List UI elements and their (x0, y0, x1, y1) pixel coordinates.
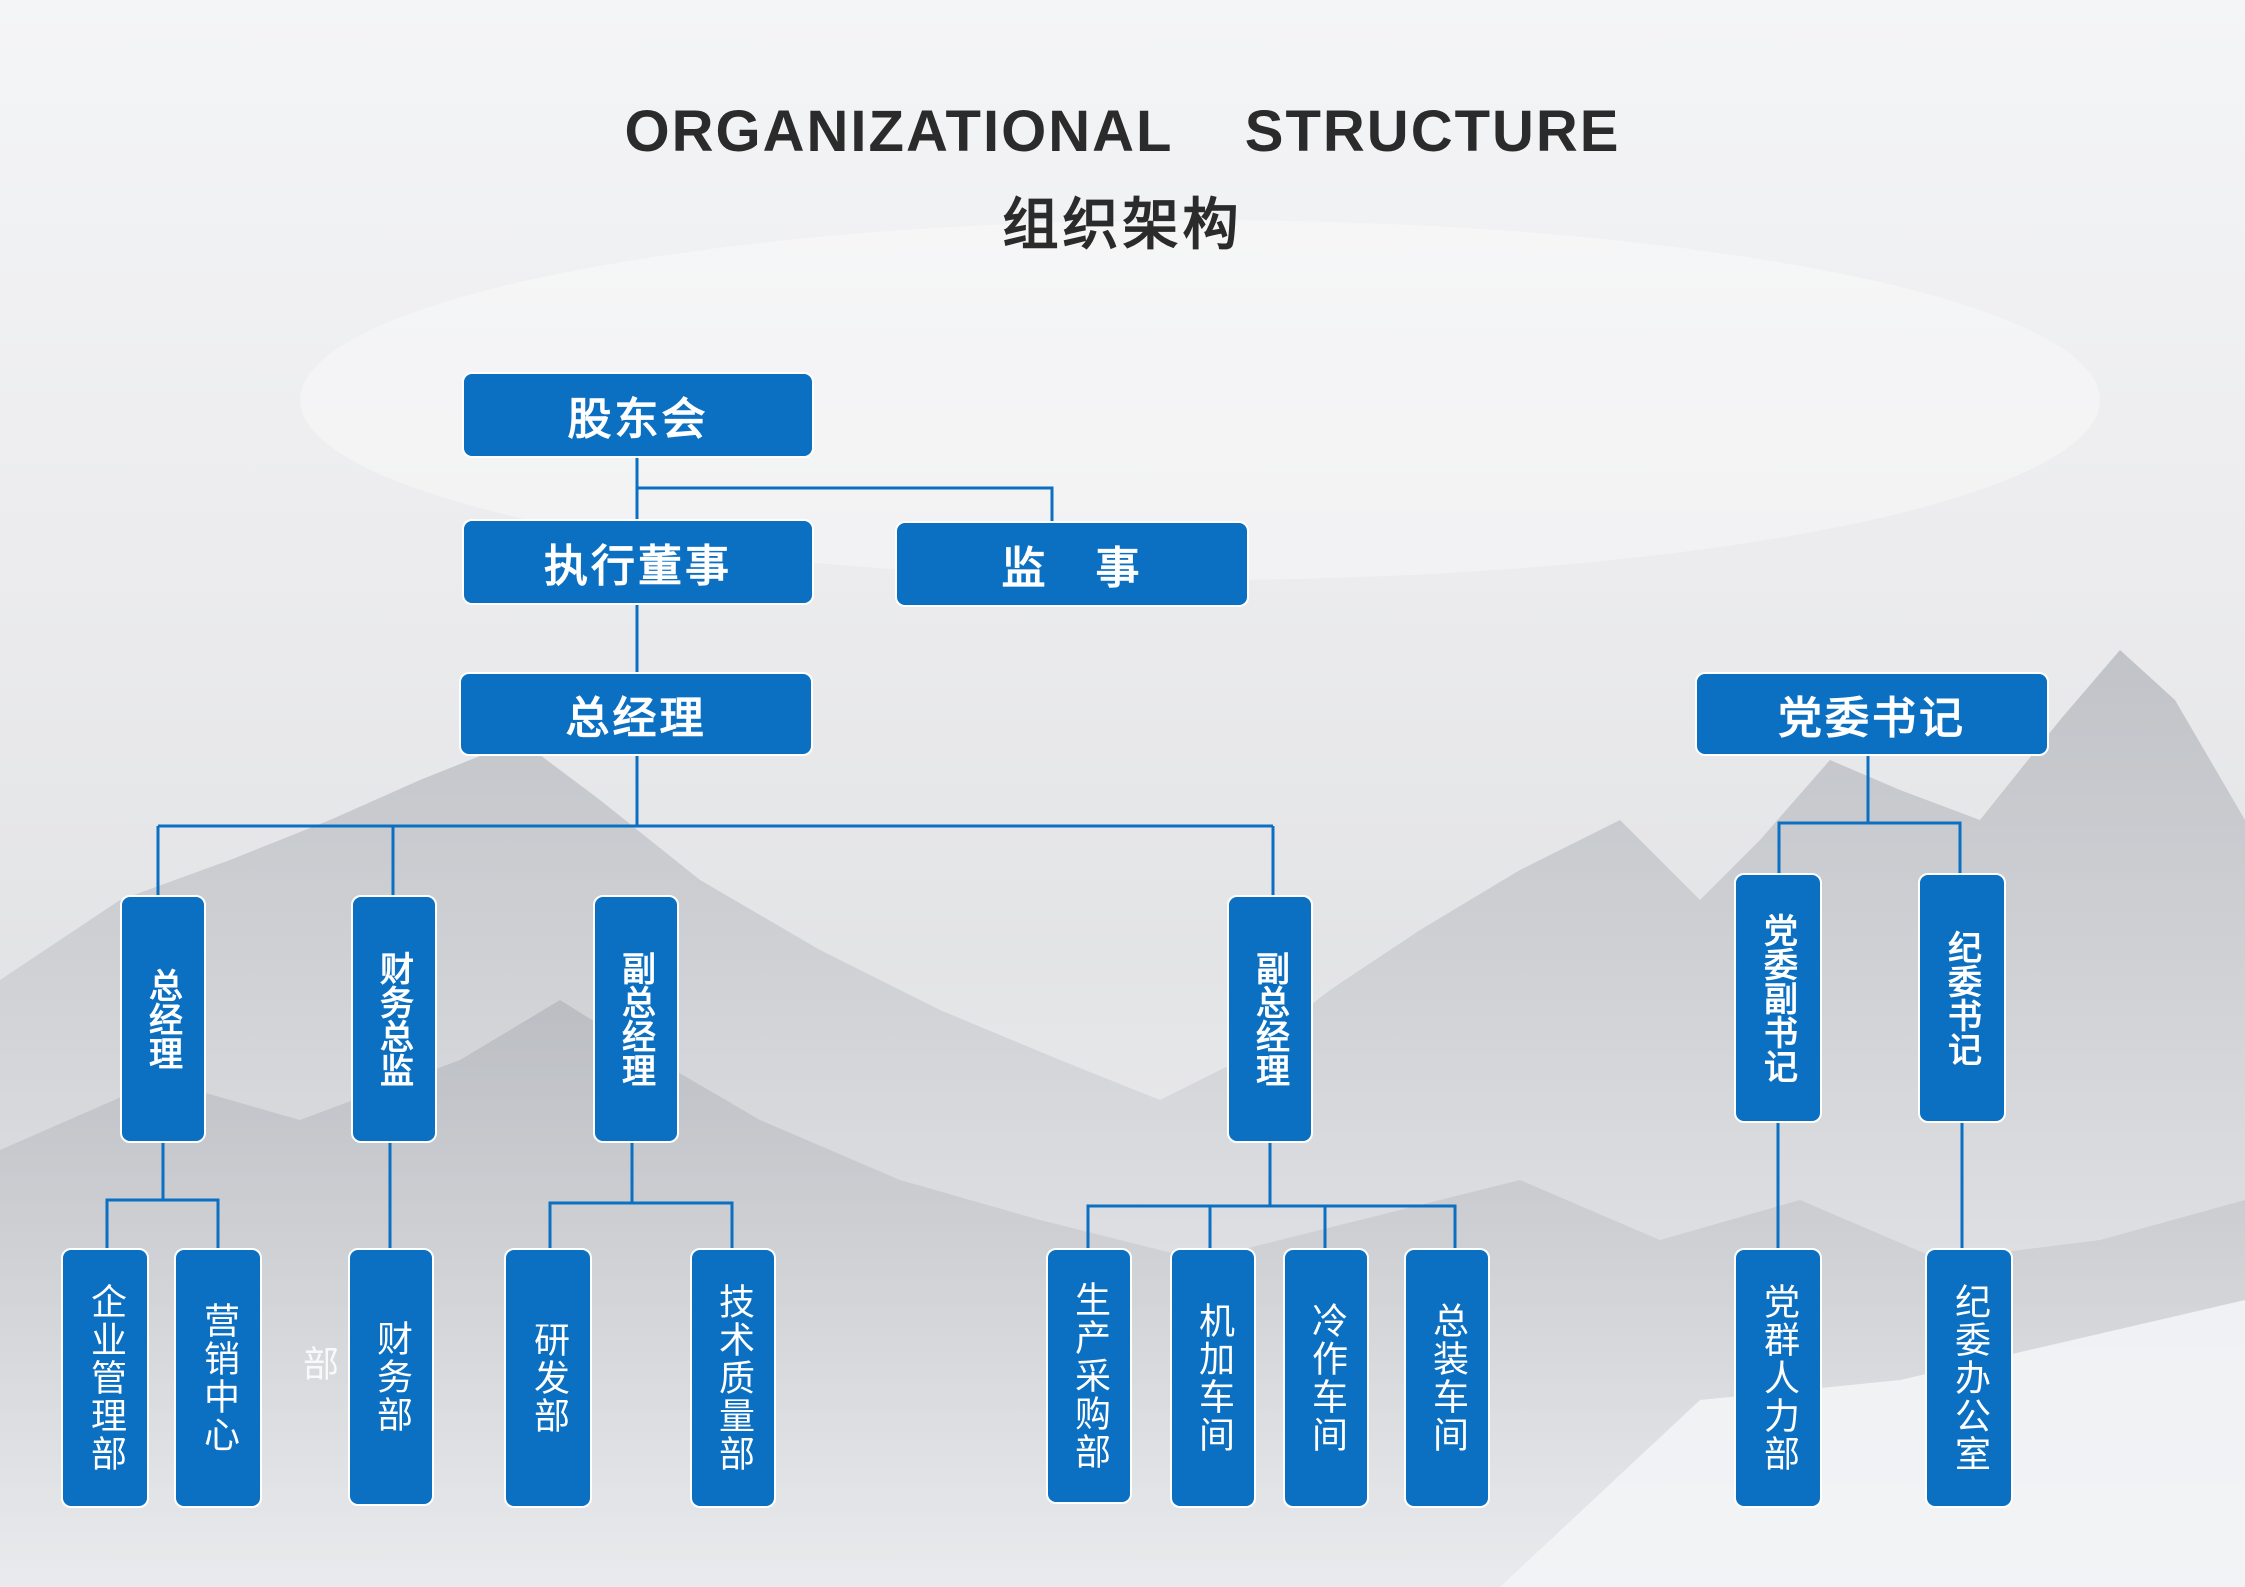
title-english: ORGANIZATIONAL STRUCTURE (624, 99, 1621, 164)
node-party-hr-dept[interactable]: 党群人力部 (1734, 1248, 1822, 1508)
node-marketing-center[interactable]: 营销中心 (174, 1248, 262, 1508)
node-discipline-secretary[interactable]: 纪委书记 (1918, 873, 2006, 1123)
node-deputy-party-secretary[interactable]: 党委副书记 (1734, 873, 1822, 1123)
node-shareholders[interactable]: 股东会 (462, 372, 814, 458)
node-discipline-office[interactable]: 纪委办公室 (1925, 1248, 2013, 1508)
node-executive-director[interactable]: 执行董事 (462, 519, 814, 605)
node-vice-general-manager-1[interactable]: 副总经理 (593, 895, 679, 1143)
node-production-purchasing-dept[interactable]: 生产采购部 (1046, 1248, 1132, 1504)
obscured-department-text: 部 (297, 1345, 338, 1381)
title-chinese: 组织架构 (1002, 193, 1243, 258)
node-vice-general-manager-2[interactable]: 副总经理 (1227, 895, 1313, 1143)
node-party-secretary[interactable]: 党委书记 (1695, 672, 2049, 756)
node-supervisor[interactable]: 监 事 (895, 521, 1249, 607)
node-machining-workshop[interactable]: 机加车间 (1170, 1248, 1256, 1508)
node-cold-work-workshop[interactable]: 冷作车间 (1283, 1248, 1369, 1508)
node-rd-dept[interactable]: 研发部 (504, 1248, 592, 1508)
node-technical-quality-dept[interactable]: 技术质量部 (690, 1248, 776, 1508)
node-enterprise-management-dept[interactable]: 企业管理部 (61, 1248, 149, 1508)
node-finance-dept[interactable]: 财务部 (348, 1248, 434, 1506)
node-cfo[interactable]: 财务总监 (351, 895, 437, 1143)
node-general-manager-2[interactable]: 总经理 (120, 895, 206, 1143)
node-assembly-workshop[interactable]: 总装车间 (1404, 1248, 1490, 1508)
node-general-manager[interactable]: 总经理 (459, 672, 813, 756)
